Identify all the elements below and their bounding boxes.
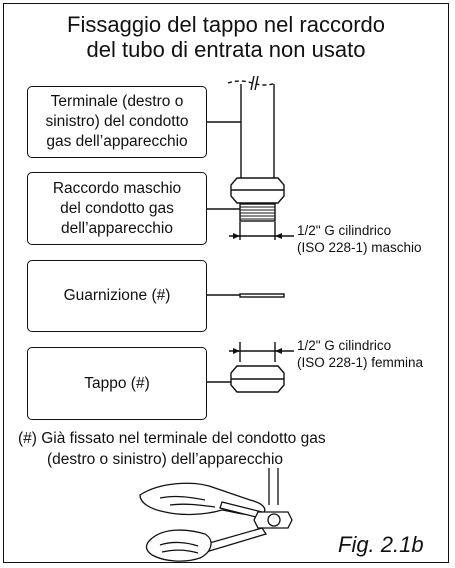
figure-title-line-2: del tubo di entrata non usato — [86, 37, 366, 62]
terminal-callout-line-3: gas dell’apparecchio — [46, 133, 188, 150]
gasket-callout-box: Guarnizione (#) — [27, 260, 207, 332]
female-dim-arrowhead — [275, 348, 282, 354]
terminal-callout-box: Terminale (destro o sinistro) del condot… — [27, 86, 207, 158]
male-fitting-callout-line-1: Raccordo maschio — [52, 179, 182, 197]
illustration-hex-nut — [253, 511, 293, 529]
cap-callout-box: Tappo (#) — [27, 347, 207, 420]
pipe-break-tick — [254, 75, 259, 91]
male-dim-arrowhead — [233, 233, 240, 239]
footnote-line-1: (#) Già fissato nel terminale del condot… — [18, 430, 326, 447]
male-fitting-callout-line-3: dell’apparecchio — [60, 219, 173, 237]
pipe-break-tick — [250, 75, 255, 91]
female-thread-spec-line-2: (ISO 228-1) femmina — [297, 355, 424, 370]
male-dim-arrowhead — [275, 233, 282, 239]
figure-border — [3, 3, 449, 563]
female-thread-spec-line-1: 1/2" G cilindrico — [297, 338, 392, 353]
figure-number-label: Fig. 2.1b — [338, 532, 424, 557]
gasket-profile — [239, 293, 285, 298]
lower-hand-icon — [145, 529, 212, 562]
terminal-callout-line-2: sinistro) del condotto — [45, 113, 189, 130]
male-fitting-callout-box: Raccordo maschio del condotto gas dell’a… — [27, 172, 207, 245]
gasket-callout-label: Guarnizione (#) — [63, 287, 171, 304]
footnote-line-2: (destro o sinistro) dell’apparecchio — [47, 451, 284, 468]
terminal-callout-line-1: Terminale (destro o — [50, 93, 184, 110]
male-thread-spec-line-2: (ISO 228-1) maschio — [297, 240, 422, 255]
male-fitting-callout-line-2: del condotto gas — [60, 199, 174, 217]
male-thread-spec-line-1: 1/2" G cilindrico — [297, 223, 392, 238]
cap-callout-label: Tappo (#) — [84, 374, 150, 392]
wrench-hand-illustration — [139, 468, 293, 562]
figure-title-line-1: Fissaggio del tappo nel raccordo — [67, 12, 385, 37]
female-dim-arrowhead — [233, 348, 240, 354]
